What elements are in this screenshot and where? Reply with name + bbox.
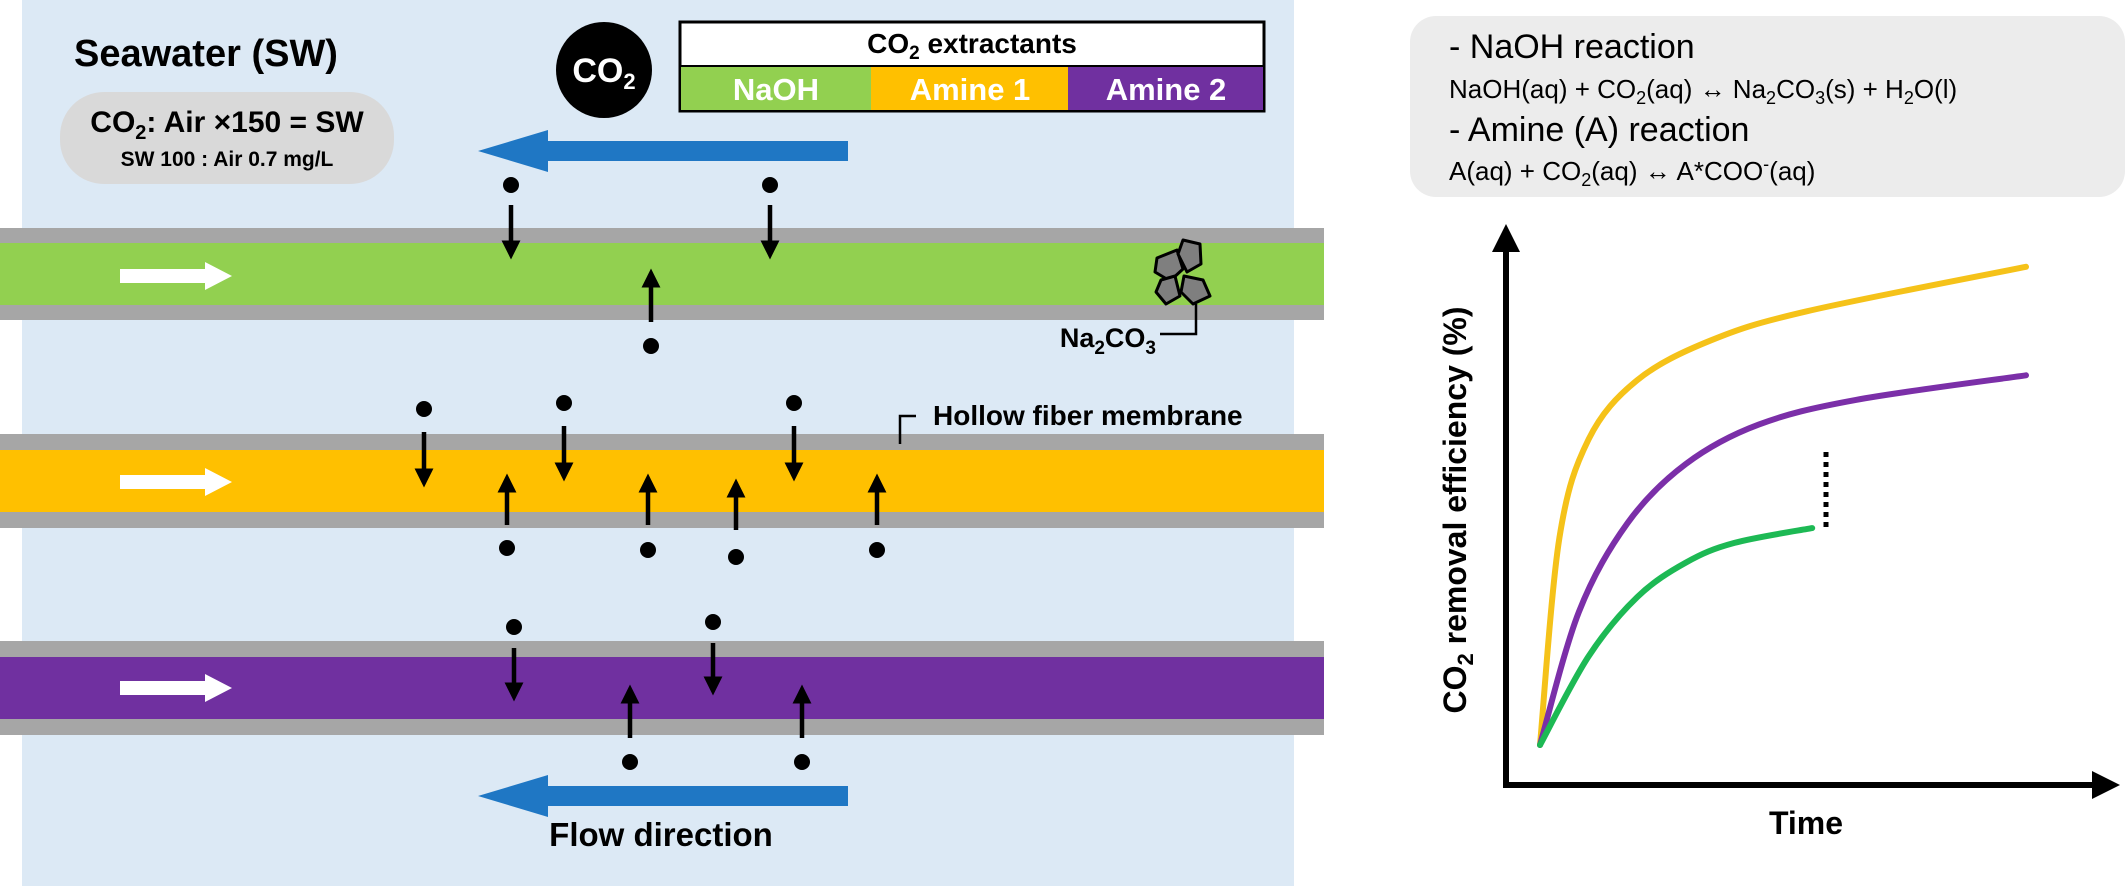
seawater-ratio-text: CO2: Air ×150 = SW bbox=[90, 106, 364, 144]
co2-badge-label: CO2 bbox=[572, 52, 635, 94]
naoh-membrane-tube bbox=[0, 228, 1324, 320]
chart-x-label: Time bbox=[1769, 805, 1843, 841]
legend-swatch-amine2 bbox=[1068, 67, 1263, 110]
y-axis-arrow-icon bbox=[1492, 224, 1520, 252]
extractant-legend: CO2 extractants NaOH Amine 1 Amine 2 bbox=[678, 20, 1266, 113]
chart-y-label: CO2 removal efficiency (%) bbox=[1437, 306, 1478, 713]
legend-swatch-amine1 bbox=[871, 67, 1068, 110]
legend-item-amine2: Amine 2 bbox=[1106, 72, 1227, 107]
co2-transfer-markers bbox=[414, 177, 887, 770]
na2co3-crystal-icon bbox=[1153, 238, 1212, 306]
seawater-ratio-pill bbox=[60, 92, 394, 184]
flow-arrow-bottom-icon bbox=[478, 775, 848, 817]
legend-swatch-naoh bbox=[681, 67, 871, 110]
amine-reaction-equation: A(aq) + CO2(aq) ↔ A*COO-(aq) bbox=[1449, 154, 1815, 190]
flow-arrow-top-icon bbox=[478, 130, 848, 172]
na2co3-leader-line bbox=[1160, 304, 1198, 336]
legend-item-naoh: NaOH bbox=[733, 72, 819, 107]
amine2-inflow-arrow-icon bbox=[120, 674, 232, 702]
series-line-naoh bbox=[1537, 525, 1816, 748]
legend-title: CO2 extractants bbox=[867, 28, 1077, 64]
co2-removal-chart: Time CO2 removal efficiency (%) bbox=[1437, 224, 2120, 841]
naoh-inflow-arrow-icon bbox=[120, 262, 232, 290]
hollow-fiber-leader-line bbox=[898, 414, 916, 444]
legend-item-amine1: Amine 1 bbox=[910, 72, 1031, 107]
co2-molecule-icon bbox=[556, 22, 652, 118]
reaction-box bbox=[1410, 16, 2125, 197]
na2co3-label: Na2CO3 bbox=[1060, 323, 1156, 359]
seawater-ratio-detail: SW 100 : Air 0.7 mg/L bbox=[121, 148, 334, 171]
amine1-inflow-arrow-icon bbox=[120, 468, 232, 496]
amine-reaction-heading: - Amine (A) reaction bbox=[1449, 111, 1749, 149]
naoh-reaction-heading: - NaOH reaction bbox=[1449, 28, 1695, 66]
x-axis-arrow-icon bbox=[2092, 771, 2120, 799]
flow-direction-label: Flow direction bbox=[549, 816, 773, 853]
series-line-amine1 bbox=[1537, 263, 2029, 748]
hollow-fiber-label: Hollow fiber membrane bbox=[933, 400, 1243, 431]
naoh-reaction-equation: NaOH(aq) + CO2(aq) ↔ Na2CO3(s) + H2O(l) bbox=[1449, 74, 1957, 108]
series-line-amine2 bbox=[1537, 372, 2029, 748]
seawater-title: Seawater (SW) bbox=[74, 33, 338, 75]
